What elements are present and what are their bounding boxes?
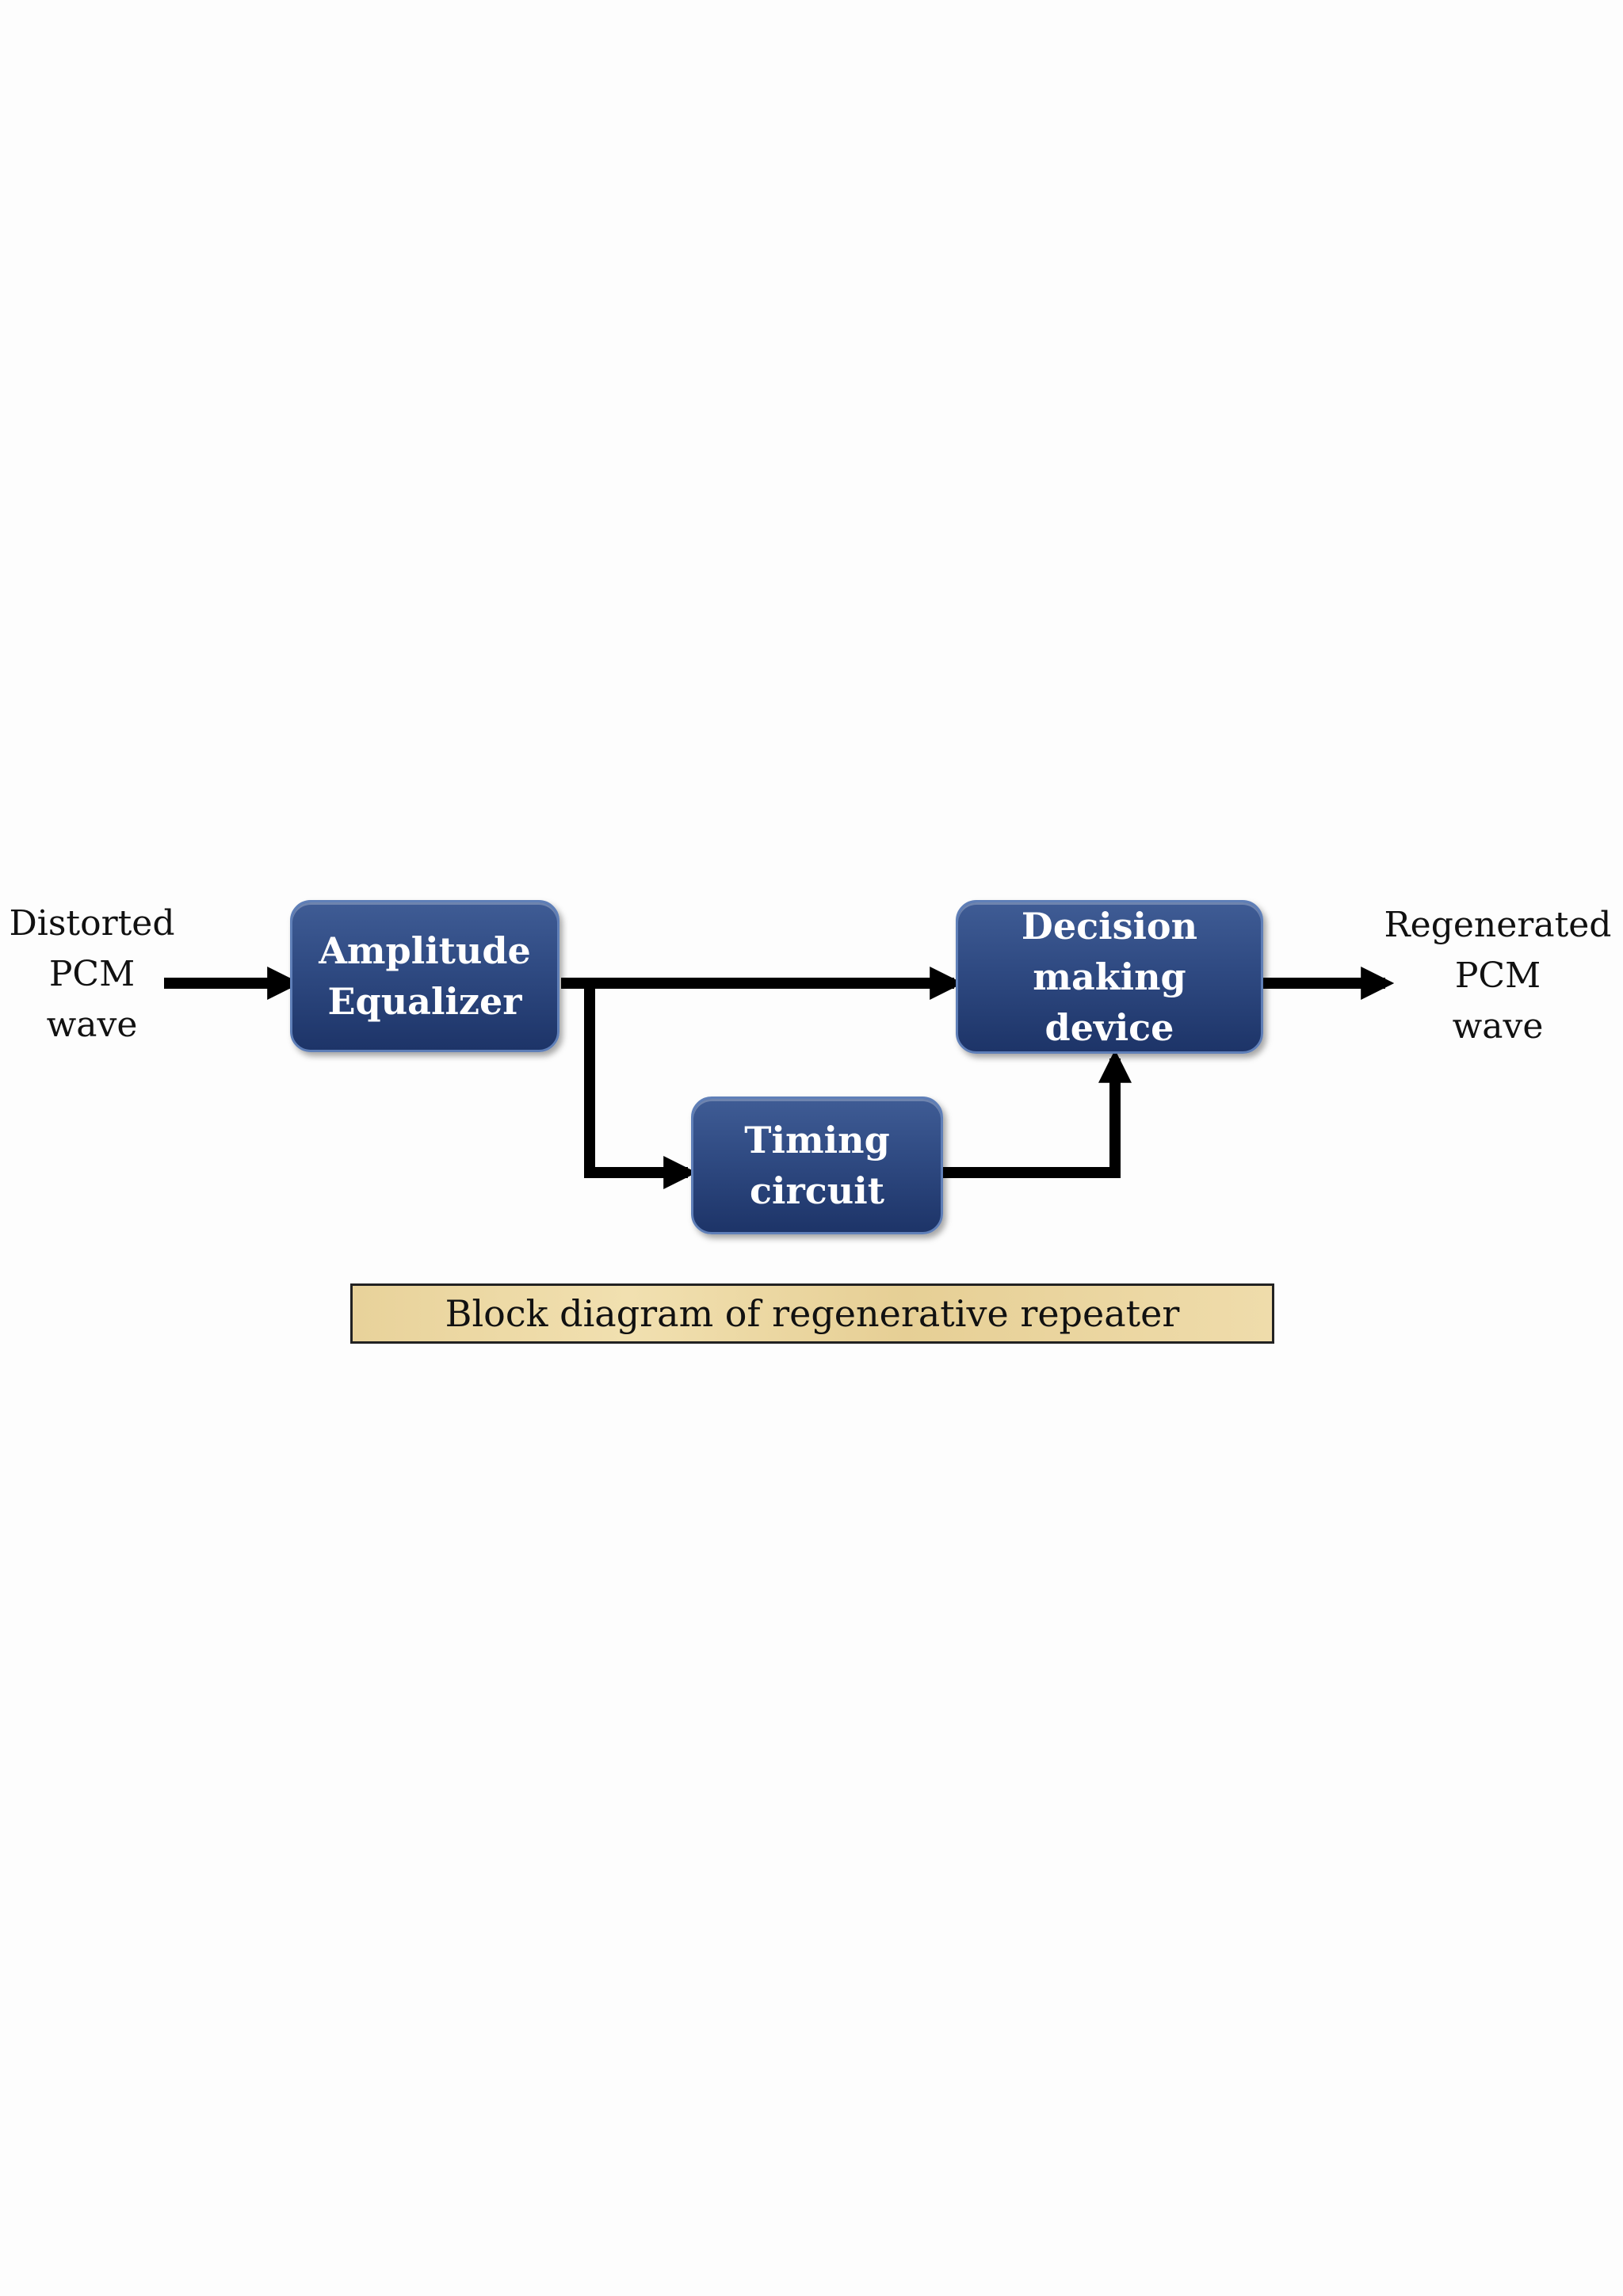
arrow-equalizer-to-timing (584, 983, 697, 1189)
timing-label-line-1: Timing (744, 1119, 890, 1161)
timing-circuit-block: Timing circuit (691, 1097, 943, 1234)
decision-label-line-3: device (1044, 1006, 1174, 1049)
equalizer-label-line-2: Equalizer (327, 980, 522, 1023)
input-label: Distorted PCM wave (0, 898, 184, 1051)
output-label-line-2: PCM (1454, 955, 1541, 996)
output-label-line-1: Regenerated (1384, 905, 1612, 945)
input-label-line-1: Distorted (9, 903, 175, 944)
amplitude-equalizer-block: Amplitude Equalizer (290, 900, 559, 1052)
timing-label-line-2: circuit (750, 1169, 884, 1212)
input-label-line-3: wave (46, 1005, 138, 1045)
input-label-line-2: PCM (48, 954, 136, 994)
decision-label-line-2: making (1033, 955, 1186, 998)
equalizer-label-line-1: Amplitude (319, 929, 531, 972)
diagram-caption: Block diagram of regenerative repeater (350, 1283, 1274, 1344)
decision-making-device-block: Decision making device (956, 900, 1263, 1054)
output-label: Regenerated PCM wave (1379, 900, 1617, 1052)
decision-label-line-1: Decision (1021, 905, 1198, 948)
arrow-timing-to-decision (943, 1049, 1132, 1178)
output-label-line-3: wave (1452, 1006, 1544, 1047)
